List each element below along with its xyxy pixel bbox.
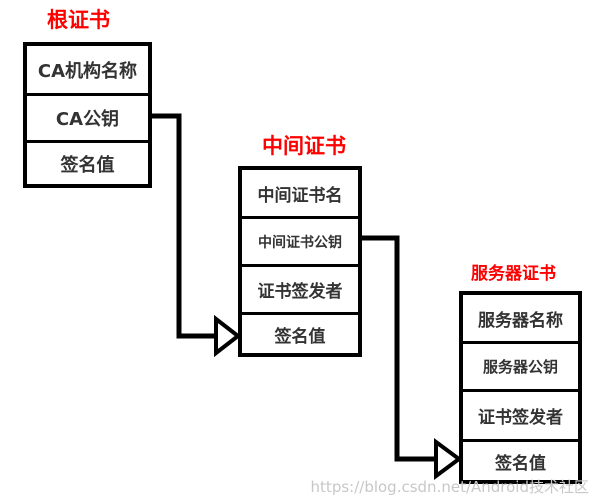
root-signature-field: 签名值 xyxy=(27,140,148,184)
intermediate-cert-box: 中间证书名 中间证书公钥 证书签发者 签名值 xyxy=(238,166,362,357)
root-to-intermediate-connector xyxy=(152,113,216,339)
intermediate-issuer-field: 证书签发者 xyxy=(242,264,358,312)
root-ca-public-key-field: CA公钥 xyxy=(27,93,148,140)
intermediate-to-server-connector xyxy=(362,235,436,462)
server-cert-box: 服务器名称 服务器公钥 证书签发者 签名值 xyxy=(459,291,582,484)
intermediate-cert-title: 中间证书 xyxy=(262,134,346,158)
root-to-intermediate-arrowhead xyxy=(214,314,242,358)
server-name-field: 服务器名称 xyxy=(478,310,563,331)
root-cert-title: 根证书 xyxy=(47,8,110,32)
server-cert-title: 服务器证书 xyxy=(471,264,556,284)
watermark: https://blog.csdn.net/Android技术社区 xyxy=(310,478,589,496)
intermediate-signature-field: 签名值 xyxy=(242,312,358,353)
intermediate-to-server-arrowhead xyxy=(434,438,463,480)
server-public-key-field: 服务器公钥 xyxy=(463,341,578,389)
root-cert-box: CA机构名称 CA公钥 签名值 xyxy=(23,42,152,188)
intermediate-public-key-field: 中间证书公钥 xyxy=(242,216,358,264)
root-ca-name-field: CA机构名称 xyxy=(37,60,138,82)
server-signature-field: 签名值 xyxy=(463,439,578,480)
server-issuer-field: 证书签发者 xyxy=(463,389,578,439)
intermediate-name-field: 中间证书名 xyxy=(257,185,343,206)
